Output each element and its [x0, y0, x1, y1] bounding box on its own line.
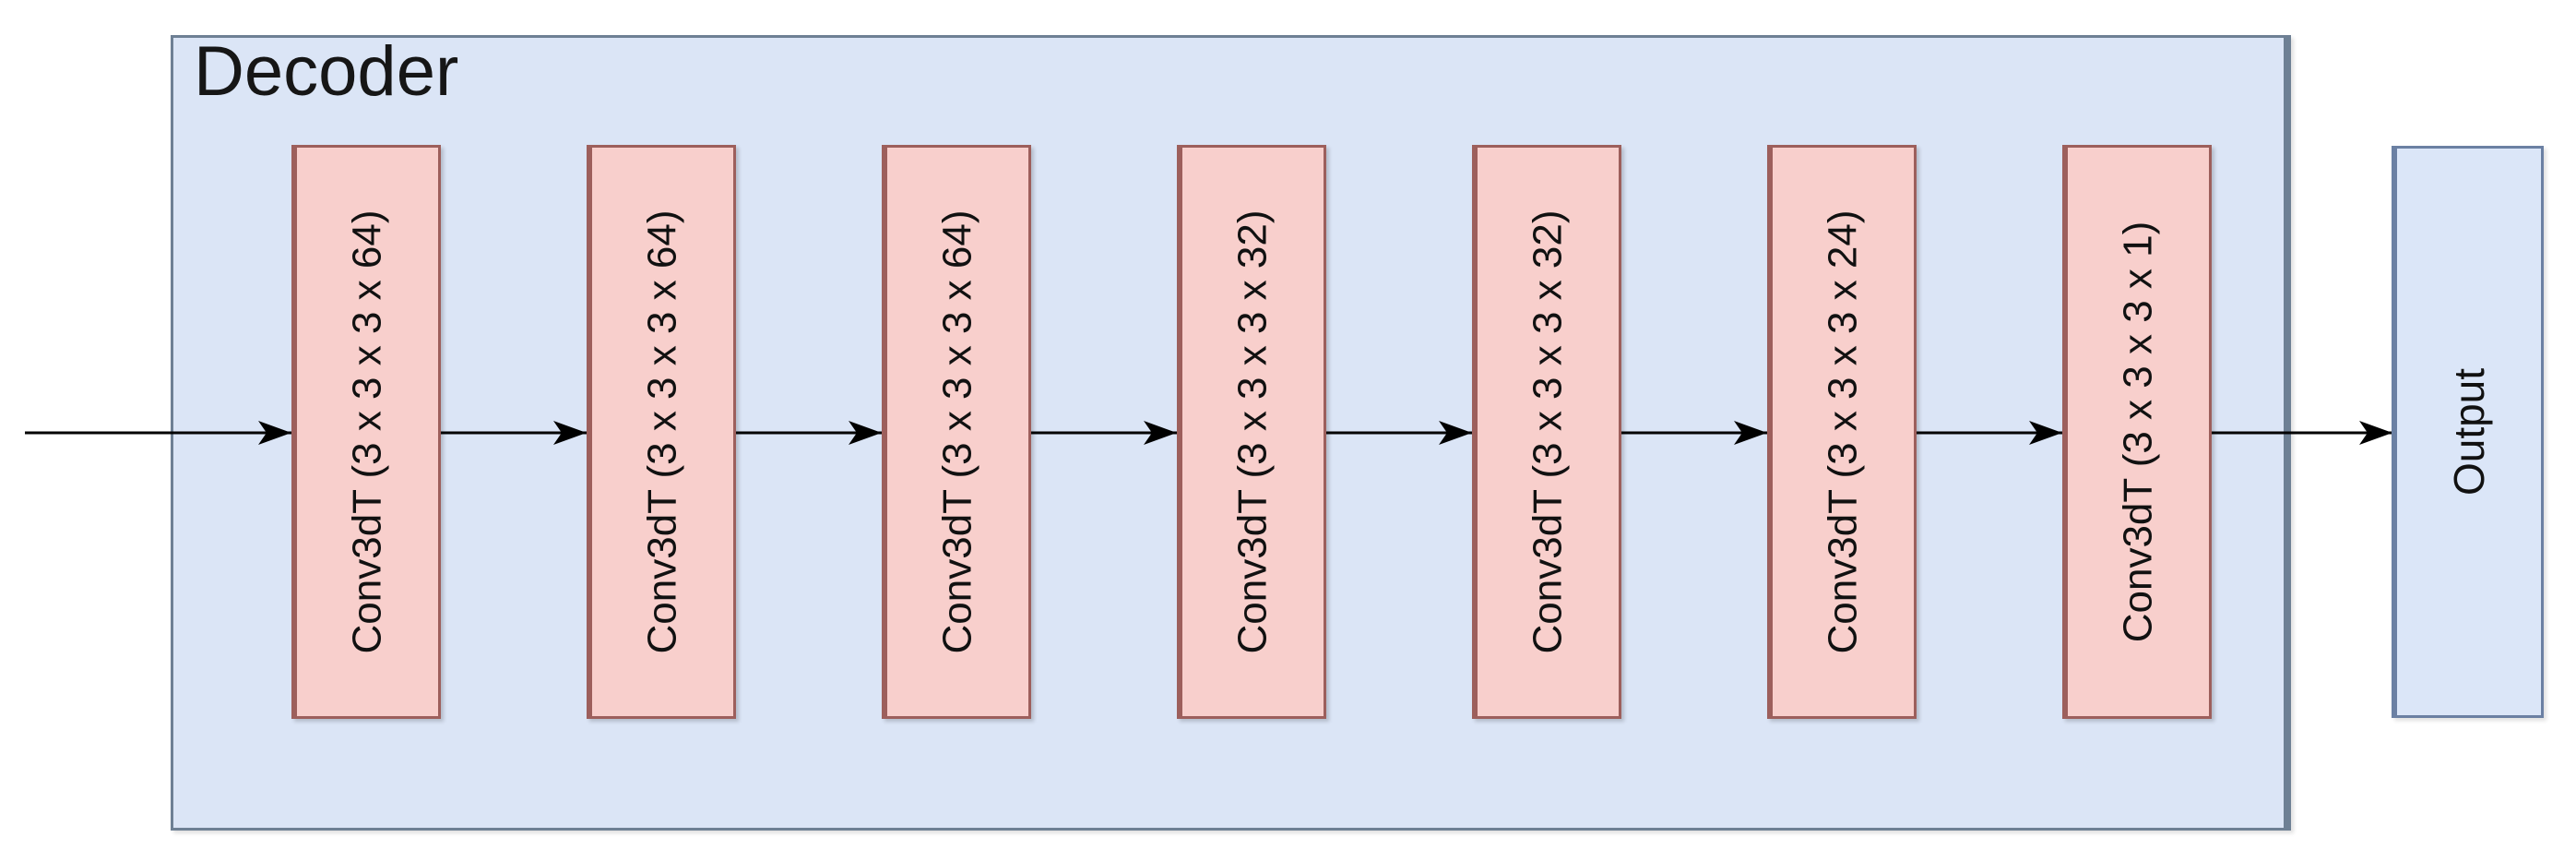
conv3dt-layer-3-label: Conv3dT (3 x 3 x 3 x 64) — [934, 209, 980, 654]
conv3dt-layer-3: Conv3dT (3 x 3 x 3 x 64) — [882, 145, 1031, 719]
conv3dt-layer-7: Conv3dT (3 x 3 x 3 x 1) — [2062, 145, 2212, 719]
decoder-title: Decoder — [194, 32, 459, 111]
conv3dt-layer-2: Conv3dT (3 x 3 x 3 x 64) — [587, 145, 736, 719]
output-label: Output — [2445, 367, 2493, 496]
conv3dt-layer-7-label: Conv3dT (3 x 3 x 3 x 1) — [2115, 221, 2161, 643]
conv3dt-layer-6-label: Conv3dT (3 x 3 x 3 x 24) — [1820, 209, 1866, 654]
conv3dt-layer-4: Conv3dT (3 x 3 x 3 x 32) — [1177, 145, 1326, 719]
conv3dt-layer-5-label: Conv3dT (3 x 3 x 3 x 32) — [1525, 209, 1571, 654]
conv3dt-layer-2-label: Conv3dT (3 x 3 x 3 x 64) — [639, 209, 685, 654]
output-box: Output — [2392, 146, 2544, 718]
conv3dt-layer-1: Conv3dT (3 x 3 x 3 x 64) — [291, 145, 441, 719]
conv3dt-layer-6: Conv3dT (3 x 3 x 3 x 24) — [1767, 145, 1917, 719]
conv3dt-layer-1-label: Conv3dT (3 x 3 x 3 x 64) — [344, 209, 390, 654]
conv3dt-layer-5: Conv3dT (3 x 3 x 3 x 32) — [1472, 145, 1621, 719]
conv3dt-layer-4-label: Conv3dT (3 x 3 x 3 x 32) — [1229, 209, 1276, 654]
